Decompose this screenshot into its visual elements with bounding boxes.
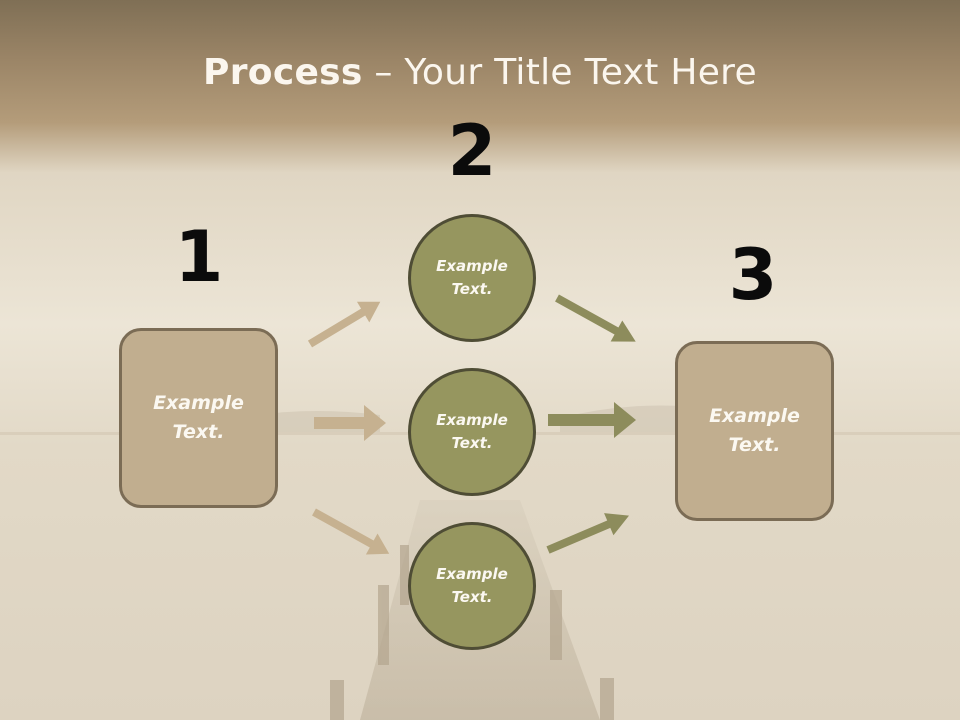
circle-bottom-line1: Example	[436, 565, 508, 583]
circle-bottom-line2: Text.	[451, 588, 493, 606]
title-rest: – Your Title Text Here	[362, 52, 757, 93]
arrow-left-mid	[314, 405, 386, 441]
page-title: Process – Your Title Text Here	[0, 52, 960, 93]
arrow-right-mid	[548, 402, 636, 438]
title-bold: Process	[203, 52, 363, 93]
circle-middle-line2: Text.	[451, 434, 493, 452]
circle-top-line1: Example	[436, 257, 508, 275]
arrow-right-up	[555, 294, 636, 342]
left-box-line1: Example	[153, 392, 244, 414]
step-number-1: 1	[174, 216, 224, 298]
arrow-right-down	[546, 513, 630, 554]
left-box-line2: Text.	[172, 421, 225, 443]
circle-top-line2: Text.	[451, 280, 493, 298]
arrow-left-down	[312, 508, 390, 555]
right-box-line1: Example	[709, 405, 800, 427]
right-box-line2: Text.	[728, 434, 781, 456]
circle-middle-line1: Example	[436, 411, 508, 429]
arrow-left-up	[307, 301, 381, 348]
step-number-2: 2	[447, 110, 497, 192]
step-number-3: 3	[728, 234, 778, 316]
